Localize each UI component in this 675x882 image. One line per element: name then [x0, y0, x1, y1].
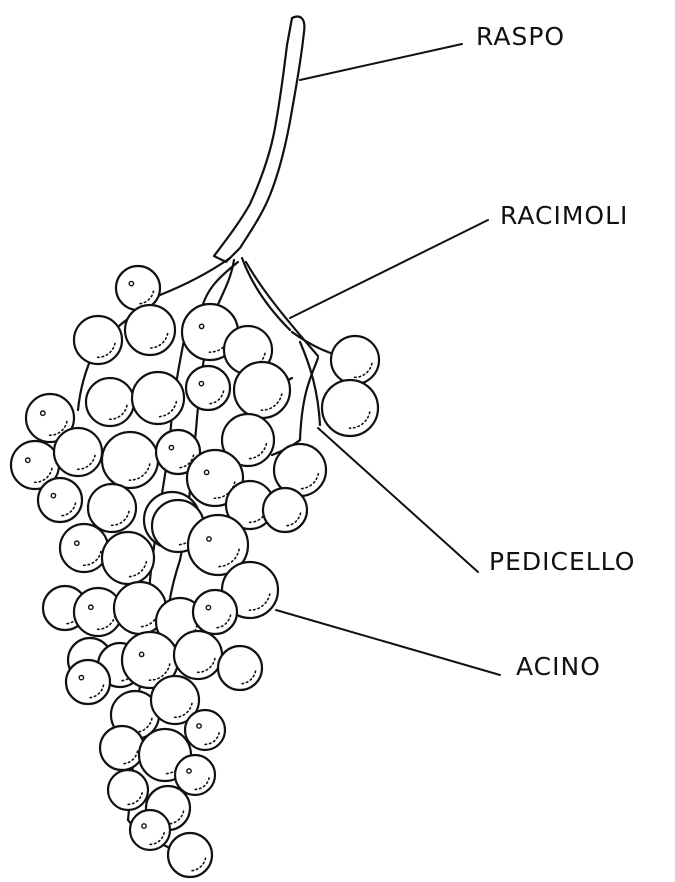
berry	[60, 524, 108, 572]
label-acino: ACINO	[516, 654, 601, 679]
berry	[125, 305, 175, 355]
berry	[132, 372, 184, 424]
berry	[331, 336, 379, 384]
berry	[102, 532, 154, 584]
pointer-raspo	[300, 44, 462, 80]
berry	[218, 646, 262, 690]
berry	[193, 590, 237, 634]
berry	[322, 380, 378, 436]
berry	[86, 378, 134, 426]
pointer-acino	[276, 610, 500, 675]
stem-raspo	[214, 17, 304, 262]
berry	[116, 266, 160, 310]
pointer-lines	[276, 44, 500, 675]
pointer-racimoli	[290, 220, 488, 318]
label-racimoli: RACIMOLI	[500, 203, 628, 228]
berry	[66, 660, 110, 704]
berry	[108, 770, 148, 810]
berry	[130, 810, 170, 850]
berry	[263, 488, 307, 532]
berries-acini	[11, 266, 379, 877]
berry	[186, 366, 230, 410]
label-pedicello: PEDICELLO	[489, 549, 635, 574]
berry	[234, 362, 290, 418]
berry	[185, 710, 225, 750]
berry	[174, 631, 222, 679]
berry	[88, 484, 136, 532]
berry	[38, 478, 82, 522]
label-raspo: RASPO	[476, 24, 565, 49]
berry	[74, 316, 122, 364]
pointer-pedicello	[318, 428, 478, 572]
berry	[168, 833, 212, 877]
berry	[54, 428, 102, 476]
berry	[100, 726, 144, 770]
berry	[102, 432, 158, 488]
